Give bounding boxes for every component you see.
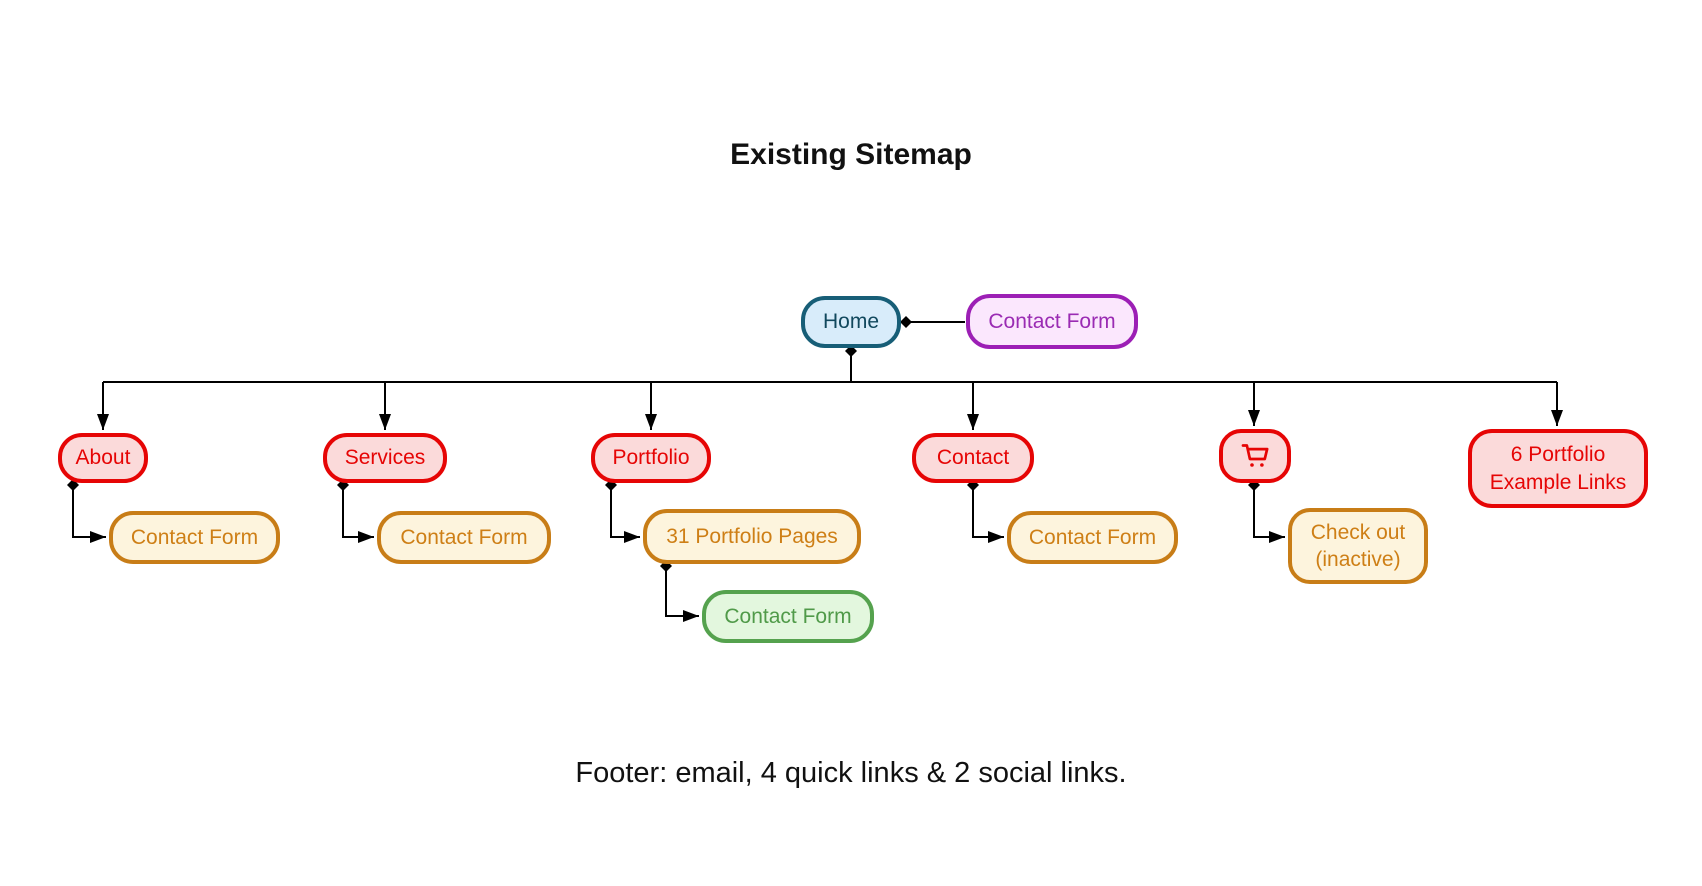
shopping-cart-icon [1241,444,1269,467]
diagram-title: Existing Sitemap [730,138,972,171]
node-checkout-line2: (inactive) [1315,548,1401,571]
node-contact: Contact [912,433,1034,483]
node-contact-contact-form: Contact Form [1007,511,1178,564]
node-services: Services [323,433,447,483]
node-about: About [58,433,148,483]
node-portfolio-pages-contact-form-label: Contact Form [724,604,852,628]
node-home: Home [801,296,901,348]
node-contact-contact-form-label: Contact Form [1028,525,1157,549]
node-about-contact-form-label: Contact Form [130,525,259,549]
node-checkout-line1: Check out [1310,520,1406,544]
node-about-label: About [75,446,131,470]
node-checkout-inactive: Check out (inactive) [1288,508,1428,584]
node-home-label: Home [822,310,880,334]
node-services-contact-form-label: Contact Form [400,525,528,549]
node-services-contact-form: Contact Form [377,511,551,564]
node-portfolio-label: Portfolio [612,446,690,470]
footer-note: Footer: email, 4 quick links & 2 social … [575,757,1127,789]
node-portfolio-example-links-line1: 6 Portfolio [1510,443,1606,467]
node-home-contact-form-label: Contact Form [988,309,1116,333]
node-portfolio-pages-contact-form: Contact Form [702,590,874,643]
node-portfolio-example-links-line2: Example Links [1489,470,1627,494]
node-contact-label: Contact [936,446,1010,470]
node-portfolio-example-links: 6 Portfolio Example Links [1468,429,1648,508]
node-portfolio: Portfolio [591,433,711,483]
node-home-contact-form: Contact Form [966,294,1138,349]
node-portfolio-pages: 31 Portfolio Pages [643,509,861,564]
node-cart [1219,429,1291,483]
node-portfolio-pages-label: 31 Portfolio Pages [666,524,838,548]
node-services-label: Services [344,446,426,470]
node-about-contact-form: Contact Form [109,511,280,564]
